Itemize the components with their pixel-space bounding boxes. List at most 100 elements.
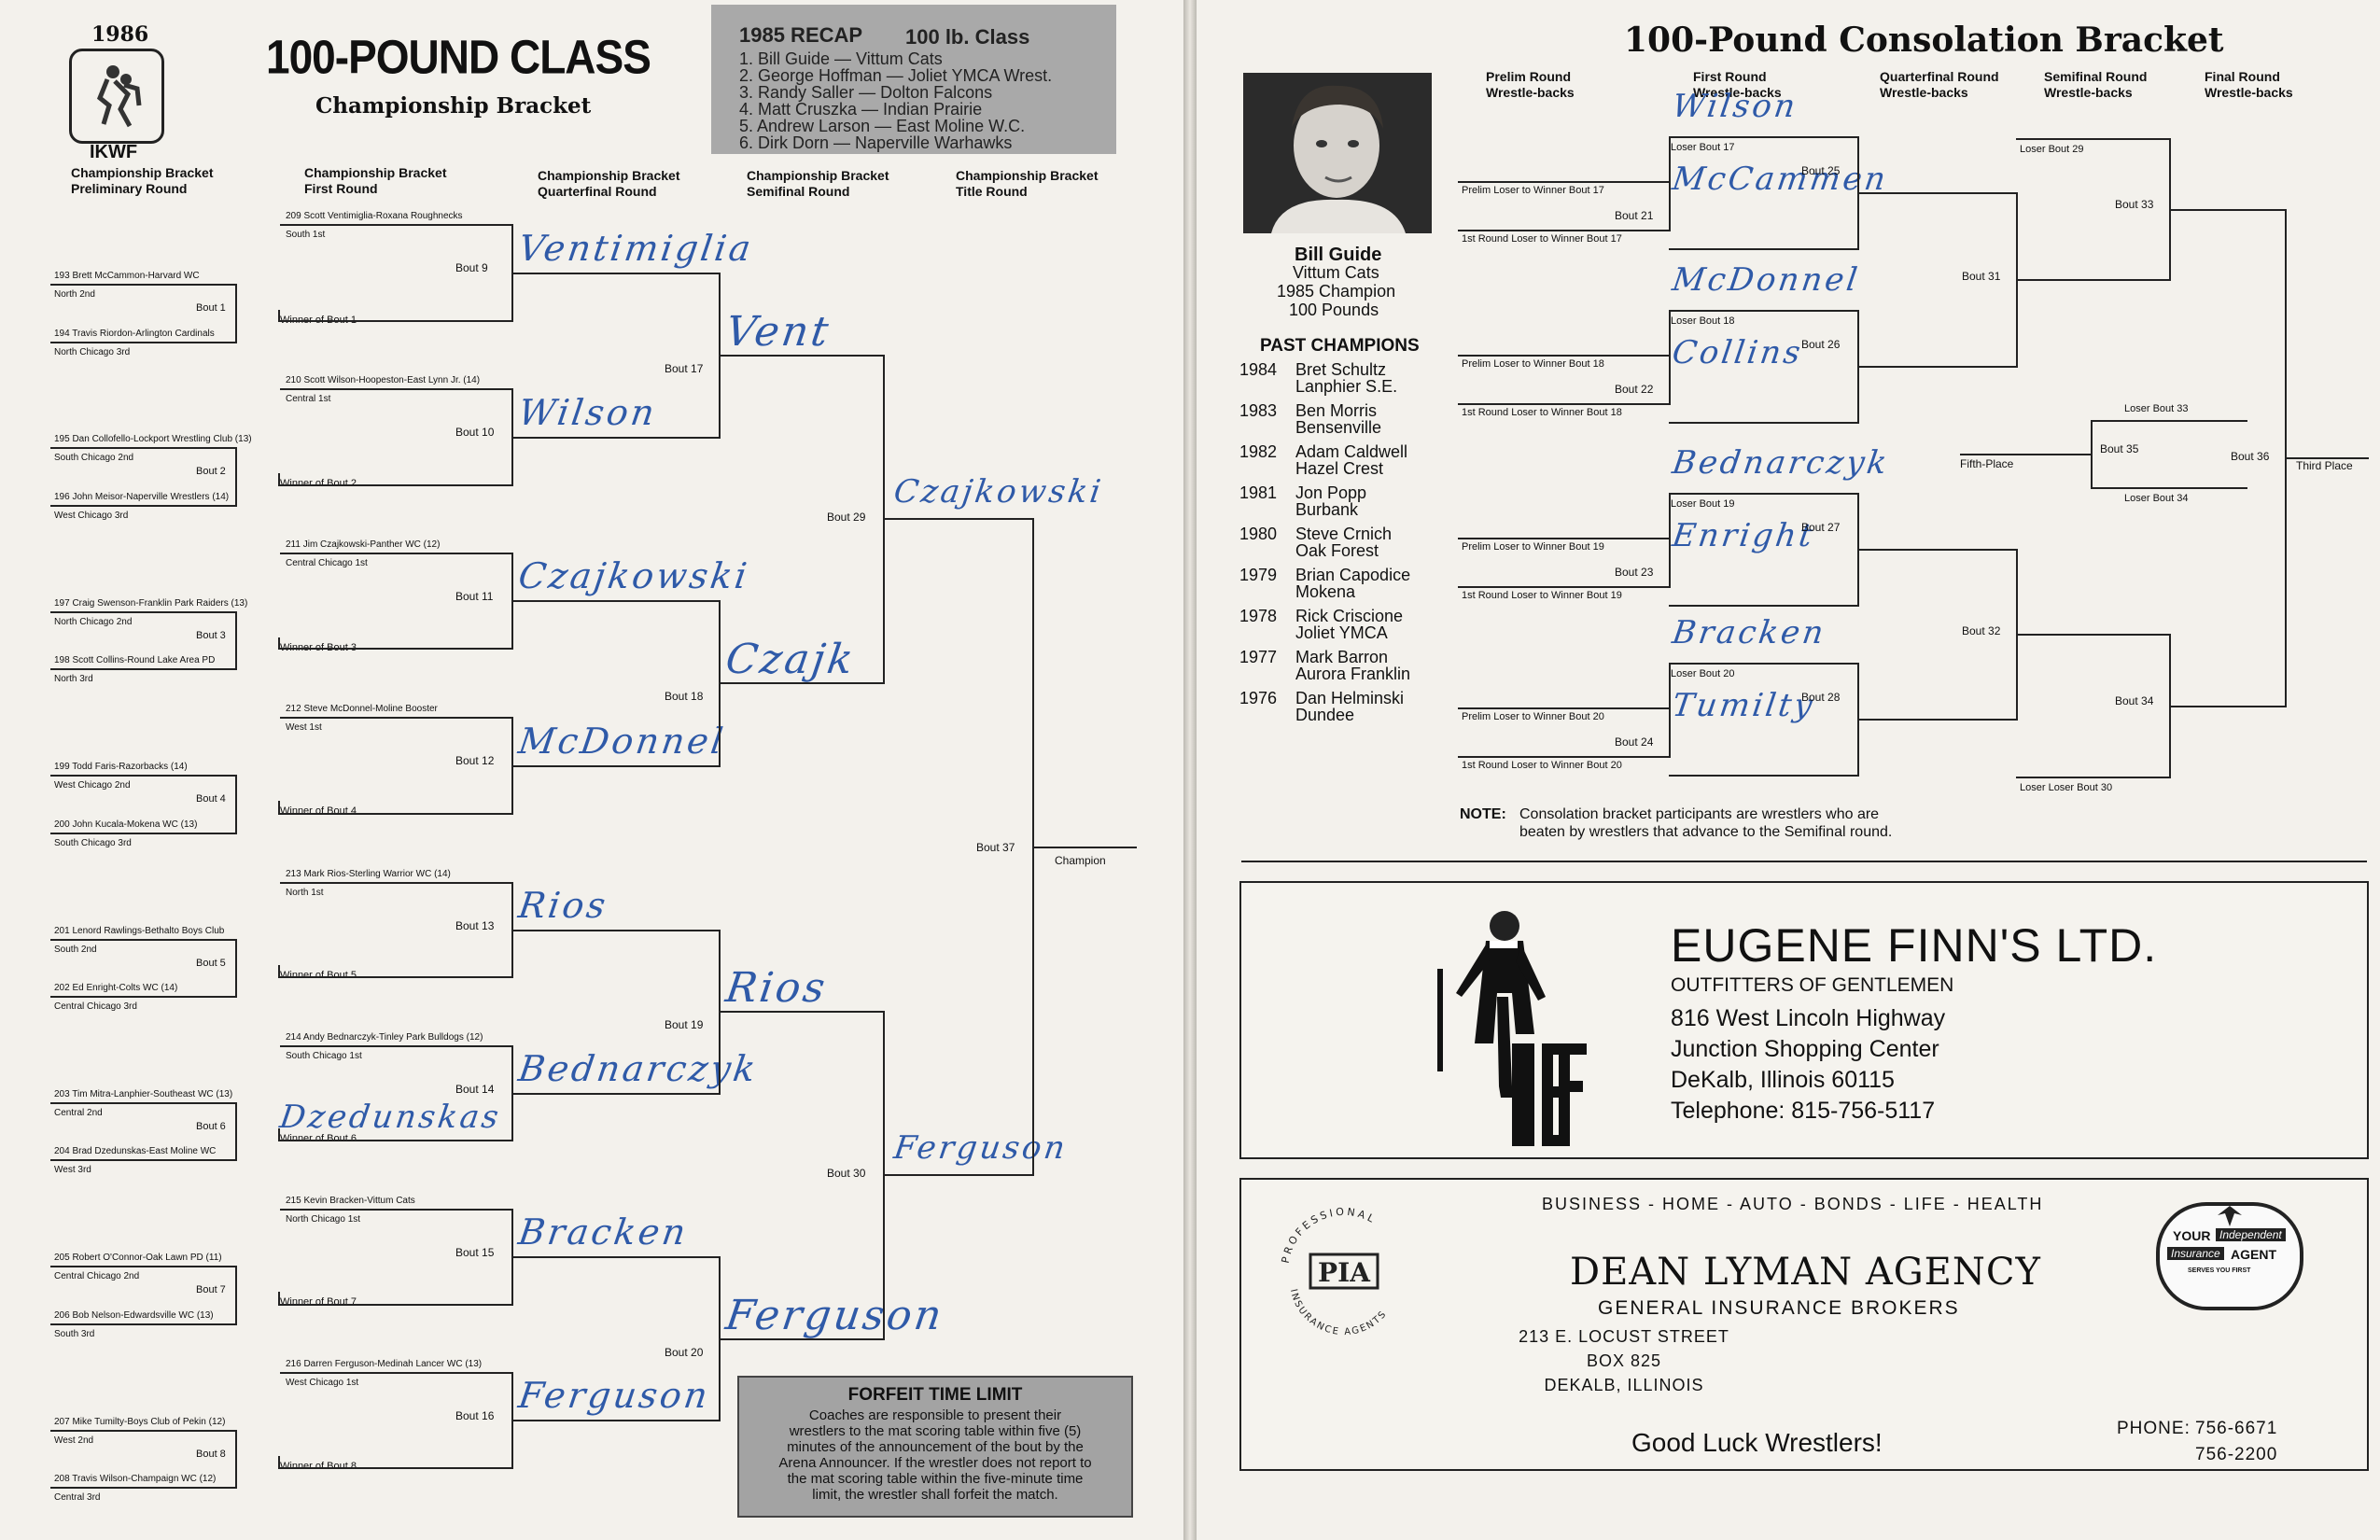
prelim-wrestler-top: 203 Tim Mitra-Lanphier-Southeast WC (13): [54, 1089, 233, 1099]
cons-first-bout: Bout 26: [1801, 338, 1841, 351]
cons-header-quarter-1: Quarterfinal Round: [1880, 69, 1999, 84]
cons-first-connector: [1857, 663, 1859, 777]
divider: [1241, 861, 2367, 862]
first-round-bout-label: Bout 15: [455, 1246, 495, 1259]
first-round-left-connector: [278, 1456, 280, 1469]
recap-entry: 2. George Hoffman — Joliet YMCA Wrest.: [739, 66, 1053, 85]
first-round-wrestler-sub: South 1st: [286, 230, 326, 240]
fifth-bout-label: Bout 35: [2100, 442, 2139, 455]
prelim-winner-label: Winner of Bout 5: [280, 970, 357, 981]
first-round-bottom-line: [280, 1140, 513, 1141]
ad1-detail-line: Junction Shopping Center: [1671, 1036, 1939, 1062]
past-champion-year: 1978: [1239, 607, 1278, 625]
cons-prelim-top: [1458, 355, 1671, 357]
prelim-wrestler-bottom-sub: Central Chicago 3rd: [54, 1001, 137, 1012]
past-champion-club: Lanphier S.E.: [1295, 377, 1398, 396]
ad2-services: BUSINESS - HOME - AUTO - BONDS - LIFE - …: [1542, 1195, 2044, 1213]
fifth-place-line: [1960, 454, 2091, 455]
cons-loser-label: Loser Bout 18: [1671, 315, 1735, 327]
past-champion-name: Ben Morris: [1295, 401, 1378, 420]
cons-first-bottom: [1669, 605, 1859, 607]
prelim-wrestler-top-sub: North 2nd: [54, 289, 95, 300]
prelim-wrestler-top-sub: Central Chicago 2nd: [54, 1271, 140, 1281]
cons-first-bout: Bout 28: [1801, 691, 1841, 704]
first-round-bottom-line: [280, 320, 513, 322]
cons-final-entry: [2169, 208, 2287, 211]
cons-first-top: [1669, 310, 1859, 312]
header-prelim-1: Championship Bracket: [71, 165, 214, 180]
prelim-top-line: [50, 1430, 237, 1432]
first-round-wrestler-sub: North 1st: [286, 888, 324, 898]
prelim-bottom-line: [50, 505, 237, 507]
prelim-top-line: [50, 1266, 237, 1267]
cons-semi-bottom: [2016, 279, 2171, 281]
prelim-wrestler-top-sub: South 2nd: [54, 945, 97, 955]
prelim-bout-label: Bout 7: [196, 1284, 226, 1295]
prelim-top-line: [50, 284, 237, 286]
first-round-bout-label: Bout 9: [455, 261, 488, 274]
pia-logo-text: PIA: [1318, 1257, 1371, 1288]
prelim-bottom-line: [50, 1323, 237, 1325]
cons-header-prelim-1: Prelim Round: [1486, 69, 1572, 84]
cons-first-bottom: [1669, 248, 1859, 250]
prelim-bottom-line: [50, 833, 237, 834]
forfeit-line: Coaches are responsible to present their: [808, 1407, 1062, 1423]
championship-bracket: 193 Brett McCammon-Harvard WC North 2nd 19…: [0, 0, 1183, 1540]
semi-entry-line: [719, 682, 885, 685]
header-quarter-2: Quarterfinal Round: [538, 184, 657, 199]
handwritten-cons-prelim: Tumilty: [1670, 687, 1818, 724]
champion-label: Champion: [1055, 853, 1106, 867]
quarter-entry-line: [511, 764, 721, 767]
cons-prelim-bout: Bout 24: [1615, 735, 1654, 749]
prelim-wrestler-bottom-sub: West Chicago 3rd: [54, 511, 129, 521]
prelim-wrestler-bottom-sub: North 3rd: [54, 674, 93, 684]
prelim-wrestler-top: 201 Lenord Rawlings-Bethalto Boys Club: [54, 926, 225, 936]
note-label: NOTE:: [1460, 806, 1506, 822]
past-champion-year: 1983: [1239, 401, 1278, 420]
prelim-wrestler-bottom: 196 John Meisor-Naperville Wrestlers (14…: [54, 492, 230, 502]
prelim-wrestler-bottom-sub: Central 3rd: [54, 1492, 101, 1503]
cons-prelim-connector: [1669, 665, 1671, 758]
fifth-bottom-line: [2091, 487, 2247, 489]
prelim-wrestler-bottom: 204 Brad Dzedunskas-East Moline WC: [54, 1146, 217, 1156]
first-round-top-line: [280, 717, 513, 719]
prelim-bottom-line: [50, 342, 237, 343]
forfeit-line: the mat scoring table within the five-mi…: [787, 1471, 1084, 1487]
past-champion-club: Hazel Crest: [1295, 459, 1384, 478]
recap-entry: 1. Bill Guide — Vittum Cats: [739, 49, 943, 68]
cons-first-label: 1st Round Loser to Winner Bout 19: [1462, 590, 1622, 601]
prelim-bottom-line: [50, 668, 237, 670]
prelim-bout-label: Bout 8: [196, 1449, 226, 1460]
past-champion-year: 1982: [1239, 442, 1278, 461]
fifth-top-line: [2091, 420, 2247, 422]
prelim-connector: [235, 1430, 237, 1489]
first-round-bout-label: Bout 10: [455, 426, 495, 439]
prelim-wrestler-top: 205 Robert O'Connor-Oak Lawn PD (11): [54, 1253, 222, 1263]
cons-quarter-bout: Bout 31: [1962, 270, 2001, 283]
forfeit-line: limit, the wrestler shall forfeit the ma…: [812, 1487, 1058, 1503]
first-round-top-line: [280, 388, 513, 390]
first-round-wrestler-sub: Central Chicago 1st: [286, 558, 368, 568]
first-round-wrestler: 213 Mark Rios-Sterling Warrior WC (14): [286, 869, 451, 879]
first-round-bout-label: Bout 14: [455, 1083, 495, 1096]
header-prelim-2: Preliminary Round: [71, 181, 188, 196]
prelim-wrestler-bottom: 200 John Kucala-Mokena WC (13): [54, 819, 198, 830]
past-champion-name: Adam Caldwell: [1295, 442, 1408, 461]
champion-line1: 1985 Champion: [1277, 282, 1396, 301]
cons-semi-loser-label: Loser Bout 29: [2020, 144, 2084, 155]
cons-first-connector: [1857, 310, 1859, 424]
first-round-top-line: [280, 1045, 513, 1047]
prelim-wrestler-top: 193 Brett McCammon-Harvard WC: [54, 271, 200, 281]
third-place-line: [2285, 456, 2369, 459]
prelim-connector: [235, 447, 237, 507]
cons-loser-label: Loser Bout 17: [1671, 142, 1735, 153]
semi-entry-line: [719, 1337, 885, 1340]
cons-header-final-2: Wrestle-backs: [2205, 85, 2293, 100]
first-round-bottom-line: [280, 1304, 513, 1306]
cons-quarter-entry: [1859, 192, 2018, 194]
header-first-1: Championship Bracket: [304, 165, 447, 180]
past-champion-name: Steve Crnich: [1295, 525, 1393, 543]
first-round-top-line: [280, 224, 513, 226]
